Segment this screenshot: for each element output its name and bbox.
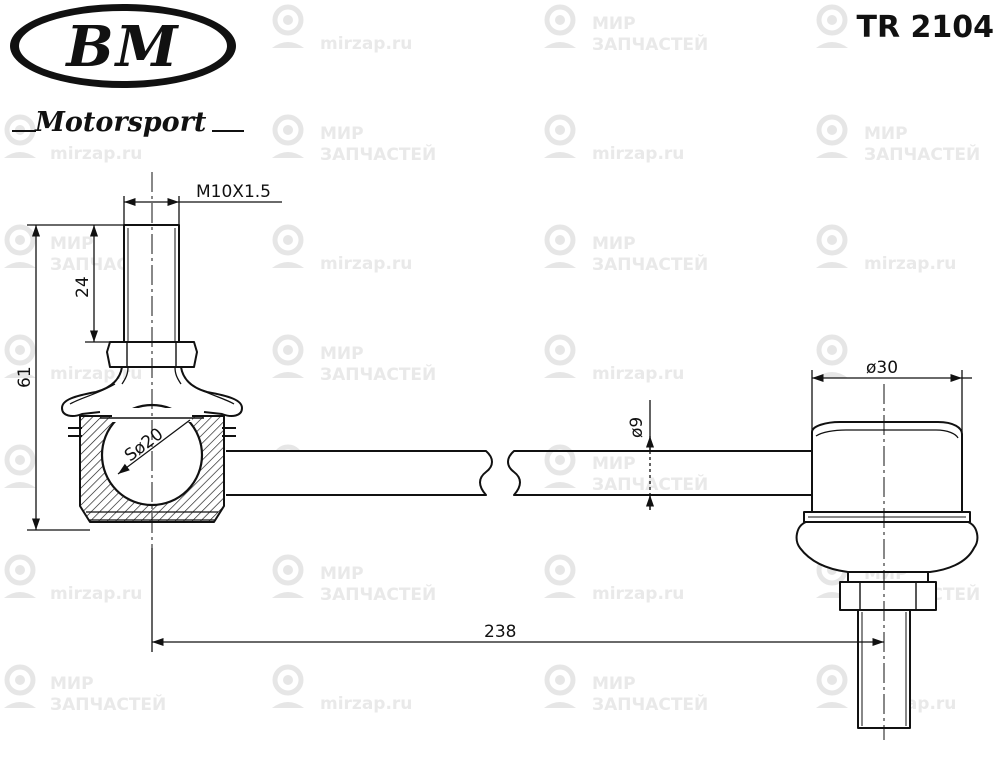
watermark-line1: МИР: [320, 344, 364, 364]
watermark-line1: МИР: [320, 124, 364, 144]
left-hex-nut: [106, 341, 198, 368]
mirzap-logo-icon: [272, 334, 304, 378]
watermark-line2: ЗАПЧАСТЕЙ: [320, 145, 437, 165]
watermark-line1: МИР: [592, 674, 636, 694]
watermark-site: mirzap.ru: [320, 694, 413, 714]
mirzap-logo-icon: [4, 554, 36, 598]
height-label: 61: [15, 366, 35, 388]
watermark-site: mirzap.ru: [592, 144, 685, 164]
watermark-line1: МИР: [592, 454, 636, 474]
watermark-line1: МИР: [50, 234, 94, 254]
dust-boot: [61, 366, 243, 417]
rod-diameter-label: ø9: [627, 417, 647, 438]
watermark-line1: МИР: [50, 674, 94, 694]
mirzap-logo-icon: [544, 554, 576, 598]
mirzap-logo-icon: [272, 4, 304, 48]
part-number: TR 2104: [856, 10, 994, 45]
mirzap-logo-icon: [544, 664, 576, 708]
watermark-site: mirzap.ru: [592, 364, 685, 384]
watermark-site: mirzap.ru: [320, 34, 413, 54]
watermark-site: mirzap.ru: [320, 254, 413, 274]
watermark-site: mirzap.ru: [50, 364, 143, 384]
logo-subtext: Motorsport: [34, 107, 207, 138]
right-bushing-end: [795, 421, 979, 729]
thread-dim-label: M10X1.5: [196, 182, 271, 202]
watermark-line2: ЗАПЧАСТЕЙ: [592, 255, 709, 275]
watermark-line2: ЗАПЧАСТЕЙ: [864, 145, 981, 165]
logo-text: BM: [64, 14, 179, 80]
watermark-line2: ЗАПЧАСТЕЙ: [320, 585, 437, 605]
mirzap-logo-icon: [544, 4, 576, 48]
mirzap-logo-icon: [544, 334, 576, 378]
mirzap-logo-icon: [272, 664, 304, 708]
rod-right: [507, 450, 814, 496]
mirzap-logo-icon: [544, 114, 576, 158]
centerlines: [151, 172, 885, 740]
ball-dim-line: [117, 419, 191, 475]
mirzap-logo-icon: [272, 114, 304, 158]
watermark-line1: МИР: [320, 564, 364, 584]
mirzap-logo-icon: [272, 554, 304, 598]
mirzap-logo-icon: [816, 114, 848, 158]
watermark-line1: МИР: [592, 14, 636, 34]
mirzap-logo-icon: [816, 4, 848, 48]
watermark-line2: ЗАПЧАСТЕЙ: [320, 365, 437, 385]
watermark-site: mirzap.ru: [50, 144, 143, 164]
watermark-line1: МИР: [864, 124, 908, 144]
watermark-line2: ЗАПЧАСТЕЙ: [592, 35, 709, 55]
stud-length-label: 24: [73, 276, 93, 298]
mirzap-logo-icon: [4, 664, 36, 708]
length-label: 238: [484, 622, 516, 642]
mirzap-logo-icon: [816, 224, 848, 268]
mirzap-logo-icon: [272, 224, 304, 268]
watermark-site: mirzap.ru: [50, 584, 143, 604]
watermark-line2: ЗАПЧАСТЕЙ: [50, 695, 167, 715]
watermark-site: mirzap.ru: [592, 584, 685, 604]
brand-logo: BM Motorsport: [10, 4, 244, 138]
watermark-line1: МИР: [592, 234, 636, 254]
mirzap-logo-icon: [544, 444, 576, 488]
watermark-site: mirzap.ru: [864, 254, 957, 274]
watermark-line2: ЗАПЧАСТЕЙ: [592, 695, 709, 715]
bushing-diameter-label: ø30: [866, 358, 898, 378]
mirzap-logo-icon: [816, 664, 848, 708]
mirzap-logo-icon: [544, 224, 576, 268]
watermark-line2: ЗАПЧАСТЕЙ: [592, 475, 709, 495]
rod-left: [226, 450, 493, 496]
